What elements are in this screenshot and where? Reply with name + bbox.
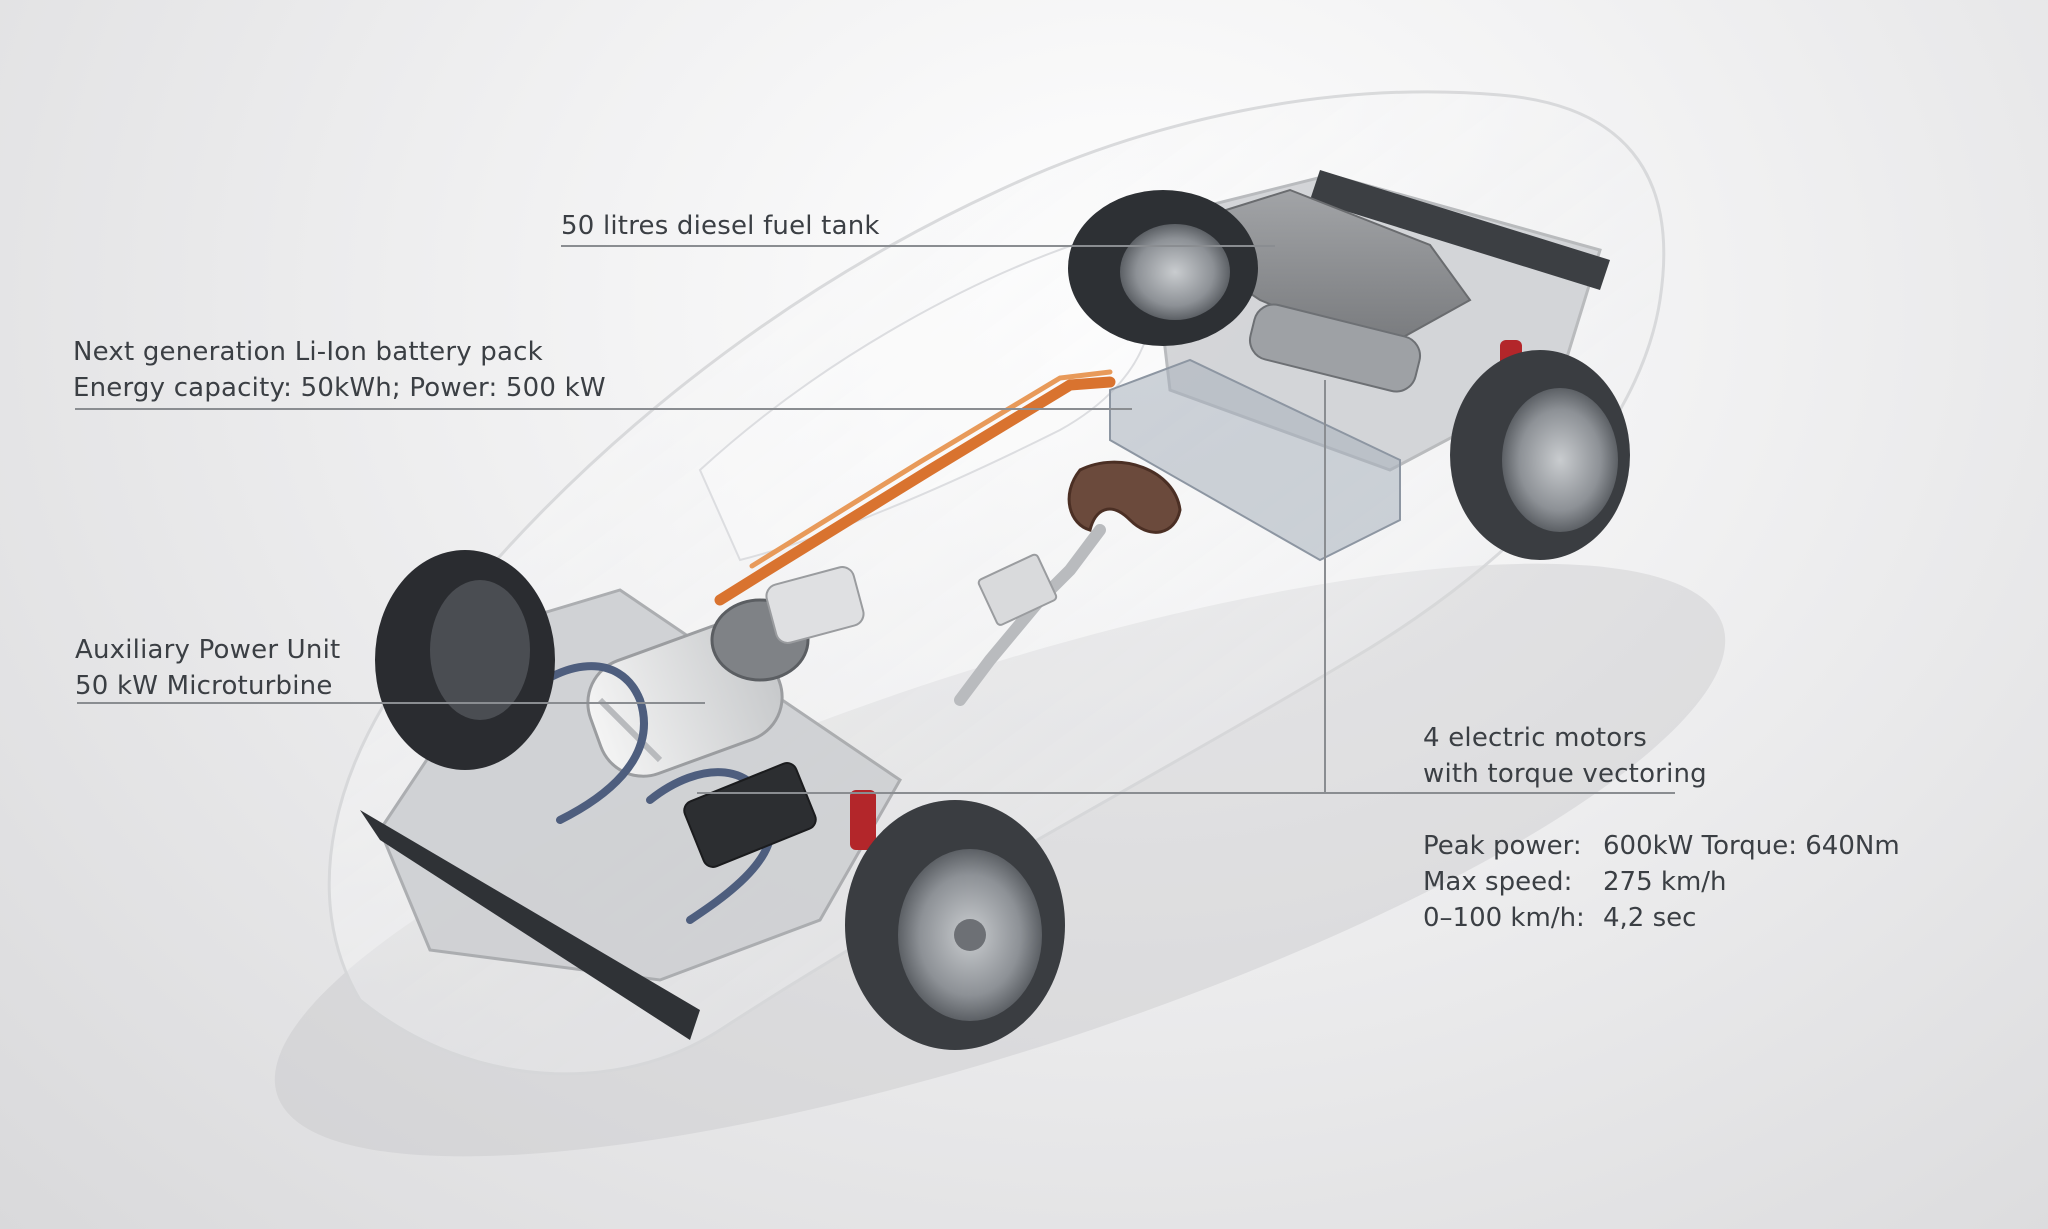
motors-label-line1: 4 electric motors: [1423, 723, 1647, 753]
steering-wheel: [1067, 460, 1182, 534]
apu-label-line1: Auxiliary Power Unit: [75, 635, 341, 665]
front-bumper-beam: [360, 810, 700, 1040]
spec-key: Max speed:: [1423, 867, 1573, 897]
apu-label: Auxiliary Power Unit 50 kW Microturbine: [75, 632, 340, 704]
battery-pack: [1109, 358, 1401, 562]
battery-label: Next generation Li-Ion battery pack Ener…: [73, 334, 606, 406]
wheel-rear-right: [1450, 350, 1630, 560]
spec-value: 600kW Torque: 640Nm: [1603, 831, 1900, 861]
fuel-tank-label-text: 50 litres diesel fuel tank: [561, 211, 880, 241]
wheel-rear-left: [1068, 190, 1258, 346]
motors-label: 4 electric motors with torque vectoring: [1423, 720, 1707, 792]
spec-row: Peak power: 600kW Torque: 640Nm: [1423, 828, 1900, 864]
spec-key: Peak power:: [1423, 831, 1582, 861]
orange-hv-cable: [714, 376, 1116, 606]
wheel-front-right: [845, 800, 1065, 1050]
spec-key: 0–100 km/h:: [1423, 903, 1585, 933]
spec-row: Max speed: 275 km/h: [1423, 864, 1727, 900]
battery-label-line2: Energy capacity: 50kWh; Power: 500 kW: [73, 373, 606, 403]
wheel-front-left: [375, 550, 555, 770]
rear-motor: [1248, 303, 1422, 393]
motors-label-line2: with torque vectoring: [1423, 759, 1707, 789]
spec-row: 0–100 km/h: 4,2 sec: [1423, 900, 1696, 936]
apu-label-line2: 50 kW Microturbine: [75, 671, 333, 701]
spec-value: 275 km/h: [1603, 867, 1727, 897]
fuel-tank-label: 50 litres diesel fuel tank: [561, 208, 880, 244]
steering-rack-box: [977, 553, 1058, 626]
spec-value: 4,2 sec: [1603, 903, 1697, 933]
battery-label-line1: Next generation Li-Ion battery pack: [73, 337, 543, 367]
microturbine-apu: [586, 566, 865, 778]
coolant-hose: [516, 662, 648, 824]
rear-bumper-beam: [1310, 170, 1610, 290]
front-spring: [850, 790, 876, 850]
